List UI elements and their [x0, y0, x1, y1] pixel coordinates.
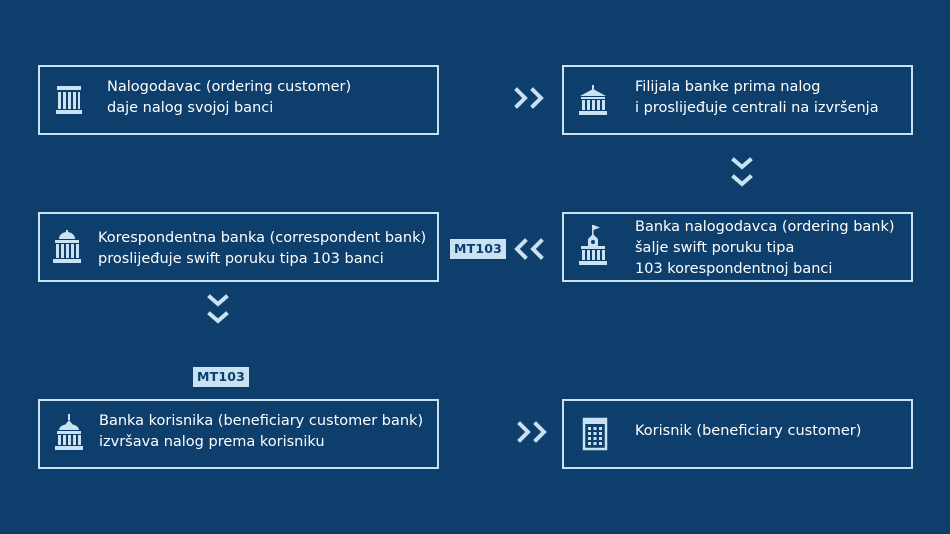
step-text: Nalogodavac (ordering customer) daje nal…	[107, 77, 351, 119]
step-beneficiary-customer: Korisnik (beneficiary customer)	[562, 399, 913, 469]
step-text: Korespondentna banka (correspondent bank…	[98, 228, 426, 270]
step-ordering-customer: Nalogodavac (ordering customer) daje nal…	[38, 65, 439, 135]
step-line: šalje swift poruku tipa	[635, 240, 795, 256]
step-line: 103 korespondentnoj banci	[635, 261, 833, 277]
step-ordering-bank: Banka nalogodavca (ordering bank) šalje …	[562, 212, 913, 282]
step-line: izvršava nalog prema korisniku	[99, 434, 325, 450]
step-line: proslijeđuje swift poruku tipa 103 banci	[98, 251, 384, 267]
step-line: daje nalog svojoj banci	[107, 100, 274, 116]
bank-branch-icon	[578, 82, 608, 118]
mt103-tag: MT103	[450, 239, 507, 259]
bank-dome-icon	[52, 229, 82, 265]
step-text: Filijala banke prima nalog i proslijeđuj…	[635, 77, 879, 119]
chevron-right-double-icon	[517, 421, 547, 443]
mt103-tag: MT103	[193, 367, 250, 387]
chevron-down-double-icon	[731, 157, 753, 187]
step-line: i proslijeđuje centrali na izvršenja	[635, 100, 879, 116]
step-line: Filijala banke prima nalog	[635, 79, 821, 95]
step-text: Banka nalogodavca (ordering bank) šalje …	[635, 217, 895, 280]
chevron-left-double-icon	[514, 238, 544, 260]
bank-flag-icon	[578, 225, 608, 265]
step-branch: Filijala banke prima nalog i proslijeđuj…	[562, 65, 913, 135]
bank-spire-icon	[54, 414, 84, 451]
step-line: Nalogodavac (ordering customer)	[107, 79, 352, 95]
chevron-right-double-icon	[514, 87, 544, 109]
step-correspondent-bank: Korespondentna banka (correspondent bank…	[38, 212, 439, 282]
step-beneficiary-bank: Banka korisnika (beneficiary customer ba…	[38, 399, 439, 469]
step-text: Banka korisnika (beneficiary customer ba…	[99, 411, 423, 453]
step-text: Korisnik (beneficiary customer)	[635, 421, 861, 442]
bank-building-icon	[54, 82, 84, 118]
step-line: Banka korisnika (beneficiary customer ba…	[99, 413, 424, 429]
step-line: Korespondentna banka (correspondent bank…	[98, 230, 427, 246]
chevron-down-double-icon	[207, 294, 229, 324]
step-line: Banka nalogodavca (ordering bank)	[635, 219, 895, 235]
office-building-icon	[580, 416, 610, 452]
step-line: Korisnik (beneficiary customer)	[635, 423, 862, 439]
